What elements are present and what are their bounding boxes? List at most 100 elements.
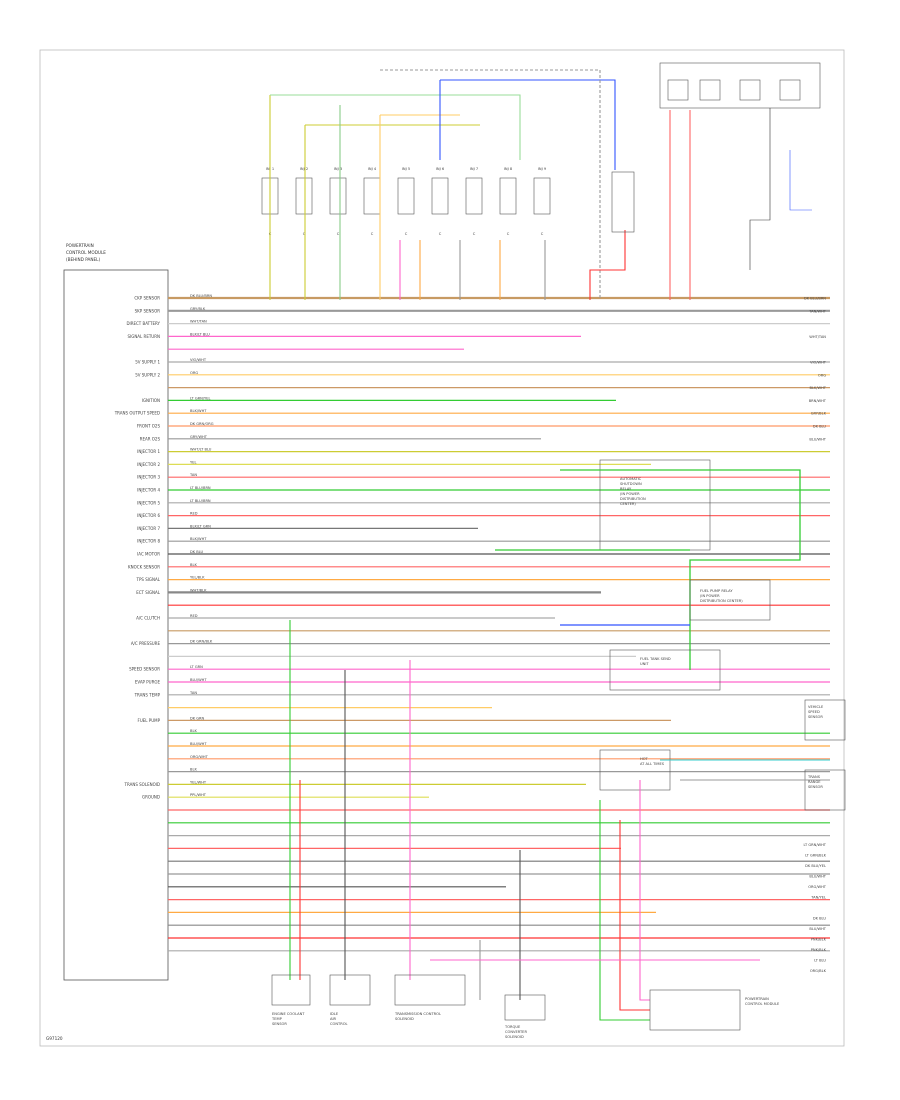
wire	[270, 94, 521, 160]
pcm-pin-label: INJECTOR 7	[137, 526, 160, 531]
right-column-labels: DK BLU/BRNTAN/WHTWHT/TANVIO/WHTORGBLK/WH…	[804, 297, 827, 442]
pcm-box	[63, 269, 169, 981]
pcm-pin-label: TRANS SOLENOID	[124, 782, 160, 787]
pcm-title-line: (BEHIND PANEL)	[66, 257, 100, 262]
right-wire-label: BLU/WHT	[809, 927, 826, 931]
pcm-pin-label: INJECTOR 3	[137, 475, 160, 480]
right-wire-label: TAN/YEL	[810, 896, 826, 900]
component-label: SHUTDOWN	[620, 482, 642, 486]
component-label: CENTER)	[620, 502, 636, 506]
sensor-box	[599, 749, 671, 791]
injector-label: INJ 2	[300, 167, 308, 171]
component-label: IDLE	[330, 1012, 339, 1016]
component-label: AIR	[330, 1017, 337, 1021]
component-label: SENSOR	[808, 785, 823, 789]
pcm-pin-code: DK BLU/BRN	[190, 294, 212, 298]
pcm-title-line: CONTROL MODULE	[66, 250, 106, 255]
component-label: SENSOR	[272, 1022, 287, 1026]
component-label: FUEL TANK SEND	[640, 657, 671, 661]
right-wire-label: PNK/BLK	[811, 948, 827, 952]
pcm-pin-code: PPL/WHT	[190, 793, 207, 797]
component-label: TORQUE	[504, 1025, 521, 1029]
component-label: CONTROL MODULE	[745, 1002, 780, 1006]
pcm-pin-code: DK GRN/BLK	[190, 640, 213, 644]
wire	[749, 108, 771, 270]
iac-box	[329, 974, 371, 1006]
wire	[619, 820, 650, 1011]
right-wire-label: VIO/WHT	[810, 361, 827, 365]
relay-coil	[667, 79, 689, 101]
pcm-pin-code: ORG/WHT	[190, 755, 209, 759]
pcm-bottom-box	[649, 989, 741, 1031]
right-wire-label: DK BLU/YEL	[805, 864, 826, 868]
right-wire-label: ORG	[818, 373, 826, 377]
pcm-pin-label: INJECTOR 6	[137, 513, 160, 518]
wire	[380, 69, 601, 300]
component-label: VEHICLE	[808, 705, 824, 709]
component-label: POWERTRAIN	[745, 997, 769, 1001]
component-label: (IN POWER	[620, 492, 640, 496]
bottom-component-boxes	[271, 974, 741, 1031]
pcm-pin-label: IAC MOTOR	[137, 552, 160, 557]
injector-pin: C	[337, 232, 340, 236]
component-label: RELAY	[620, 487, 632, 491]
component-label: (IN POWER	[700, 594, 720, 598]
injector-box	[465, 177, 483, 215]
pcm-pin-label: INJECTOR 8	[137, 539, 160, 544]
relay-box	[659, 62, 821, 109]
injector-pin: C	[507, 232, 510, 236]
right-wire-label: LT BLU	[814, 959, 826, 963]
mid-right-components	[495, 459, 846, 811]
right-wire-label: DK BLU	[813, 917, 827, 921]
component-label: DISTRIBUTION CENTER)	[700, 599, 743, 603]
right-wire-label: PNK/BLK	[811, 938, 827, 942]
pcm-pin-label: IGNITION	[142, 398, 160, 403]
pcm-pin-label: SPEED SENSOR	[129, 667, 160, 672]
right-wire-label: DK BLU	[813, 425, 827, 429]
harness-wires	[168, 296, 830, 952]
fuse-box	[611, 171, 635, 233]
right-wire-label: GRY/BLK	[811, 412, 827, 416]
component-label: FUEL PUMP RELAY	[700, 589, 733, 593]
wire	[440, 79, 616, 170]
component-label: SPEED	[808, 710, 820, 714]
pcm-pin-code: LT BLU/BRN	[190, 486, 211, 490]
pcm-pin-code: LT BLU/BRN	[190, 499, 211, 503]
pcm-pin-label: INJECTOR 1	[137, 449, 160, 454]
pcm-pin-code: YEL	[190, 460, 196, 464]
pcm-pin-code: LT GRN/YEL	[190, 396, 211, 400]
right-wire-label: LT GRN/WHT	[804, 843, 827, 847]
sensor-box	[609, 649, 721, 691]
tcs-box	[394, 974, 466, 1006]
trs-box	[804, 769, 846, 811]
pcm-pin-code: TAN	[189, 691, 197, 695]
injector-label: INJ 3	[334, 167, 342, 171]
top-relay-group	[611, 62, 821, 270]
pcm-pin-code: RED	[190, 512, 198, 516]
pcm-pin-code: WHT/BLK	[190, 588, 207, 592]
right-wire-label: BRN/WHT	[809, 399, 827, 403]
pcm-pin-code: BLK	[190, 729, 197, 733]
bottom-wires	[289, 620, 830, 1021]
relay-coil	[739, 79, 761, 101]
pcm-pin-label: 5V SUPPLY 1	[135, 360, 160, 365]
injector-box	[533, 177, 551, 215]
pcm-pin-code: BLK	[190, 563, 197, 567]
relay-coil	[699, 79, 721, 101]
pcm-pin-code: BLK/WHT	[190, 409, 207, 413]
pcm-pin-label: KNOCK SENSOR	[128, 564, 160, 569]
top-vertical-wires	[269, 69, 691, 300]
pcm-pin-code: WHT/LT BLU	[190, 448, 212, 452]
pcm-pin-code: DK GRN/ORG	[190, 422, 214, 426]
pcm-pin-code: BLK/LT GRN	[190, 524, 211, 528]
wire	[599, 800, 650, 1021]
injector-label: INJ 7	[470, 167, 478, 171]
injector-pin: C	[405, 232, 408, 236]
pcm-pin-code: BLK/WHT	[190, 537, 207, 541]
pcm-pin-code: GRY/WHT	[190, 435, 208, 439]
wire	[560, 469, 801, 670]
bottom-component-labels: ENGINE COOLANTTEMPSENSORIDLEAIRCONTROLTR…	[271, 997, 780, 1039]
pcm-pin-code: BLU/WHT	[190, 678, 207, 682]
